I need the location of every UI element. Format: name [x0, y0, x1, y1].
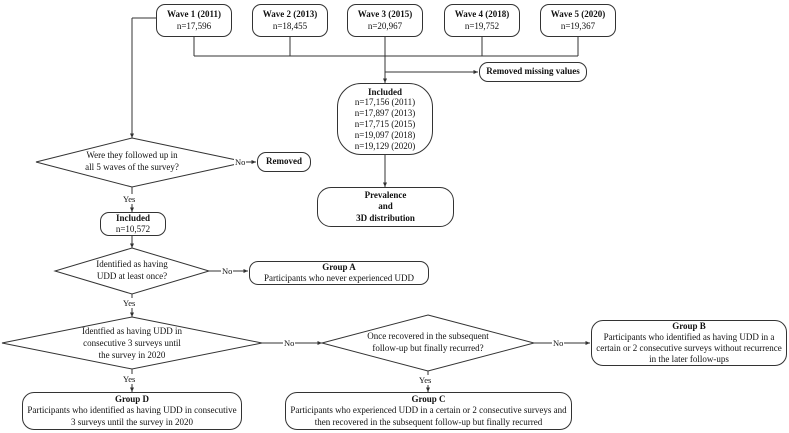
decision-followed-line-1: Were they followed up in — [86, 150, 178, 161]
removed-missing-box: Removed missing values — [479, 62, 587, 82]
wave-5-title: Wave 5 (2020) — [550, 9, 606, 20]
prevalence-line-3: 3D distribution — [356, 212, 415, 223]
prevalence-line-1: Prevalence — [364, 190, 407, 201]
wave-2-n: n=18,455 — [272, 20, 308, 31]
decision-udd-text: Identified as having UDD at least once? — [72, 258, 192, 284]
group-c-line-1: Participants who experienced UDD in a ce… — [290, 405, 567, 416]
decision-followed-line-2: all 5 waves of the survey? — [85, 162, 179, 172]
decision-consecutive-text: Identfied as having UDD in consecutive 3… — [38, 326, 226, 362]
label-no-recovered: No — [552, 338, 565, 348]
label-yes-followed: Yes — [122, 194, 137, 204]
group-b-line-2: certain or 2 consecutive surveys without… — [596, 343, 782, 353]
decision-followed-text: Were they followed up in all 5 waves of … — [50, 148, 214, 176]
wave-1-box: Wave 1 (2011) n=17,596 — [156, 4, 232, 37]
label-yes-udd: Yes — [122, 298, 137, 308]
included-mid-box: Included n=10,572 — [100, 212, 166, 236]
group-b-box: Group B Participants who identified as h… — [591, 320, 787, 366]
wave-4-box: Wave 4 (2018) n=19,752 — [444, 4, 520, 37]
decision-recovered-line-2: follow-up but finally recurred? — [372, 343, 484, 353]
wave-5-box: Wave 5 (2020) n=19,367 — [540, 4, 616, 37]
decision-consecutive-line-1: Identfied as having UDD in — [82, 326, 182, 337]
label-yes-consecutive: Yes — [122, 374, 137, 384]
prevalence-box: Prevalence and 3D distribution — [317, 187, 454, 227]
decision-udd-line-1: Identified as having — [96, 259, 168, 270]
included-top-line-4: n=19,097 (2018) — [354, 129, 416, 140]
wave-2-title: Wave 2 (2013) — [262, 9, 318, 20]
group-b-line-3: in the later follow-ups — [649, 354, 729, 365]
decision-recovered-shape — [320, 314, 536, 372]
label-no-consecutive: No — [283, 338, 296, 348]
removed-label: Removed — [266, 156, 302, 167]
decision-consecutive-shape — [1, 316, 263, 370]
group-b-title: Group B — [672, 320, 706, 331]
label-no-followed: No — [234, 157, 247, 167]
group-c-line-2: then recovered in the subsequent follow-… — [314, 416, 543, 427]
wave-4-n: n=19,752 — [464, 20, 500, 31]
decision-consecutive-line-3: the survey in 2020 — [98, 349, 166, 360]
group-a-box: Group A Participants who never experienc… — [249, 261, 429, 285]
included-mid-n: n=10,572 — [115, 224, 151, 234]
included-top-box: Included n=17,156 (2011) n=17,897 (2013)… — [337, 83, 433, 155]
decision-udd-line-2: UDD at least once? — [96, 271, 168, 281]
decision-recovered-line-1: Once recovered in the subsequent — [367, 331, 489, 342]
label-no-udd: No — [221, 266, 234, 276]
decision-consecutive-line-2: consecutive 3 surveys until — [83, 338, 181, 349]
removed-box: Removed — [257, 152, 311, 172]
wave-4-title: Wave 4 (2018) — [454, 9, 510, 20]
wave-3-title: Wave 3 (2015) — [357, 9, 413, 20]
group-d-box: Group D Participants who identified as h… — [22, 392, 242, 430]
decision-followed-shape — [35, 137, 247, 188]
group-b-line-1: Participants who identified as having UD… — [603, 331, 775, 342]
group-a-desc: Participants who never experienced UDD — [264, 273, 414, 283]
removed-missing-label: Removed missing values — [486, 66, 580, 77]
included-top-title: Included — [367, 86, 402, 97]
group-d-line-1: Participants who identified as having UD… — [27, 405, 237, 416]
included-top-line-3: n=17,715 (2015) — [354, 119, 416, 129]
group-d-line-2: 3 surveys until the survey in 2020 — [71, 416, 193, 427]
wave-3-box: Wave 3 (2015) n=20,967 — [347, 4, 423, 37]
included-top-line-5: n=19,129 (2020) — [354, 140, 416, 151]
decision-recovered-text: Once recovered in the subsequent follow-… — [338, 330, 518, 356]
prevalence-line-2: and — [378, 201, 393, 212]
wave-2-box: Wave 2 (2013) n=18,455 — [252, 4, 328, 37]
included-mid-title: Included — [115, 212, 150, 223]
included-top-line-1: n=17,156 (2011) — [354, 97, 416, 108]
group-d-title: Group D — [114, 394, 150, 405]
group-c-box: Group C Participants who experienced UDD… — [285, 392, 572, 430]
decision-udd-shape — [53, 247, 211, 295]
wave-3-n: n=20,967 — [367, 20, 403, 31]
group-a-title: Group A — [322, 261, 356, 272]
wave-5-n: n=19,367 — [560, 20, 596, 31]
label-yes-recovered: Yes — [418, 375, 433, 385]
included-top-line-2: n=17,897 (2013) — [354, 108, 416, 119]
wave-1-n: n=17,596 — [176, 20, 212, 31]
wave-1-title: Wave 1 (2011) — [167, 9, 221, 20]
group-c-title: Group C — [411, 394, 446, 405]
